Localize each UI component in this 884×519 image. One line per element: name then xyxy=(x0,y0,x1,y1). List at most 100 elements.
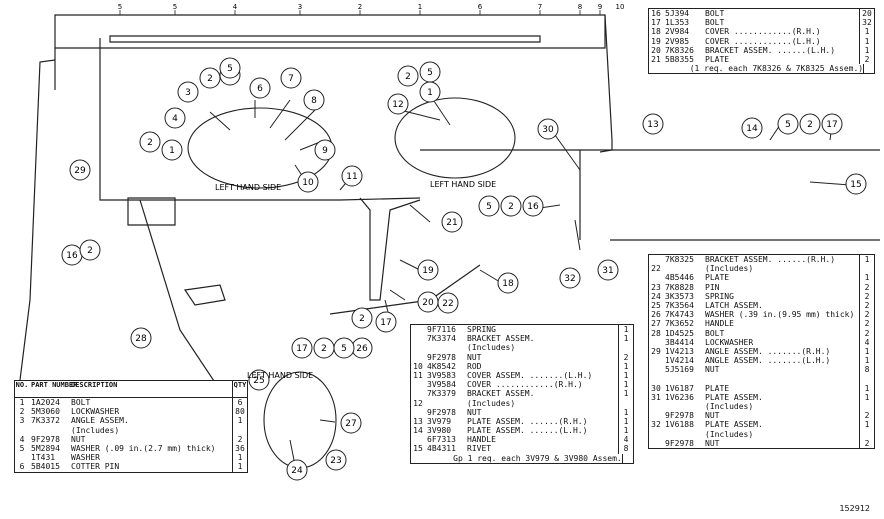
cell-idx: 30 xyxy=(651,383,661,393)
ruler-tick-label: 9 xyxy=(598,3,602,11)
svg-text:17: 17 xyxy=(826,120,837,130)
callout-32: 32 xyxy=(559,267,581,289)
svg-text:24: 24 xyxy=(291,466,303,476)
svg-text:5: 5 xyxy=(427,68,433,78)
ruler-ticks xyxy=(119,10,601,15)
cell-desc: WASHER (.09 in.(2.7 mm) thick) xyxy=(71,443,216,453)
column-header-qty: QTY xyxy=(232,381,247,397)
cell-desc: COVER ............(L.H.) xyxy=(705,36,821,46)
callout-7: 7 xyxy=(280,67,302,89)
cell-idx: 21 xyxy=(651,54,661,64)
cell-desc: (Includes) xyxy=(467,398,516,408)
callout-5: 5 xyxy=(777,113,799,135)
svg-text:2: 2 xyxy=(321,344,327,354)
cell-qty: 1 xyxy=(232,453,247,463)
callout-28: 28 xyxy=(130,327,152,349)
cell-desc: SPRING xyxy=(705,291,734,301)
cell-qty xyxy=(232,425,247,435)
cell-qty: 2 xyxy=(859,328,874,338)
cell-desc: COVER ASSEM. .......(L.H.) xyxy=(467,370,593,380)
cell-idx: 14 xyxy=(413,426,423,436)
callout-31: 31 xyxy=(597,259,619,281)
cell-part: 9F2978 xyxy=(665,411,694,421)
callout-3: 3 xyxy=(177,81,199,103)
cell-idx xyxy=(411,435,425,444)
table-row: (Includes) xyxy=(411,343,633,353)
svg-text:2: 2 xyxy=(807,120,813,130)
cell-qty: 8 xyxy=(859,365,874,375)
cell-desc xyxy=(703,374,859,383)
svg-text:22: 22 xyxy=(442,299,453,309)
cell-qty xyxy=(618,398,633,408)
cell-part: 5M2894 xyxy=(31,443,60,453)
ruler-tick-label: 4 xyxy=(233,3,238,11)
cell-idx xyxy=(411,380,425,389)
cell-qty: 2 xyxy=(618,352,633,362)
callout-4: 4 xyxy=(164,107,186,129)
cell-qty: 2 xyxy=(859,300,874,311)
cell-idx xyxy=(649,439,663,448)
left-hand-side-label: LEFT HAND SIDE xyxy=(215,183,281,192)
cell-part: 1V4213 xyxy=(665,346,694,356)
cell-qty: 1 xyxy=(859,420,874,430)
svg-text:7: 7 xyxy=(288,74,294,84)
column-header-desc: DESCRIPTION xyxy=(71,381,118,389)
svg-text:4: 4 xyxy=(172,114,178,124)
cell-part: 1V6236 xyxy=(665,392,694,402)
cell-part: 5B4015 xyxy=(31,462,60,472)
table-row: 22(Includes) xyxy=(649,264,874,274)
cell-part: 9F2978 xyxy=(427,352,456,362)
svg-text:3: 3 xyxy=(185,88,191,98)
cell-qty: 1 xyxy=(618,334,633,344)
svg-text:25: 25 xyxy=(253,376,264,386)
ruler-tick-label: 8 xyxy=(578,3,582,11)
cell-desc: PLATE xyxy=(705,383,730,393)
cell-part: 9F2978 xyxy=(31,434,60,444)
callout-20: 20 xyxy=(417,291,439,313)
cell-idx: 29 xyxy=(651,346,661,356)
callout-29: 29 xyxy=(69,159,91,181)
ruler-tick-label: 1 xyxy=(418,3,422,11)
callout-16: 16 xyxy=(61,244,83,266)
ruler-tick-label: 10 xyxy=(616,3,625,11)
cell-part: 3K3573 xyxy=(665,291,694,301)
callout-5: 5 xyxy=(219,57,241,79)
cell-part: 5J5169 xyxy=(665,365,694,375)
cell-qty: 32 xyxy=(859,18,874,28)
cell-part: 1T431 xyxy=(31,453,56,463)
cell-qty: 1 xyxy=(859,255,874,265)
cell-idx: 28 xyxy=(651,328,661,338)
cell-desc: WASHER xyxy=(71,453,100,463)
svg-text:31: 31 xyxy=(602,266,613,276)
callout-17: 17 xyxy=(375,311,397,333)
cell-part: 7K8325 xyxy=(665,255,694,264)
cell-desc: PLATE ASSEM. ......(L.H.) xyxy=(467,426,588,436)
cell-part: 5B8355 xyxy=(665,54,694,64)
cell-part xyxy=(425,343,465,352)
cell-qty: 1 xyxy=(618,370,633,381)
cell-desc: BRACKET ASSEM. xyxy=(467,334,535,344)
cell-qty xyxy=(859,429,874,439)
callout-24: 24 xyxy=(286,459,308,481)
cell-idx: 24 xyxy=(651,291,661,301)
cell-qty: 1 xyxy=(232,416,247,426)
callout-2: 2 xyxy=(397,65,419,87)
callout-2: 2 xyxy=(500,195,522,217)
callout-layer: 1234567891011121314151617181920212223242… xyxy=(61,3,867,481)
cell-part: 6F7313 xyxy=(427,435,456,445)
cell-part xyxy=(659,64,688,73)
cell-desc: PLATE ASSEM. xyxy=(705,420,763,430)
cell-desc: BOLT xyxy=(705,328,725,338)
cell-idx xyxy=(15,453,29,462)
svg-text:1: 1 xyxy=(169,146,175,156)
